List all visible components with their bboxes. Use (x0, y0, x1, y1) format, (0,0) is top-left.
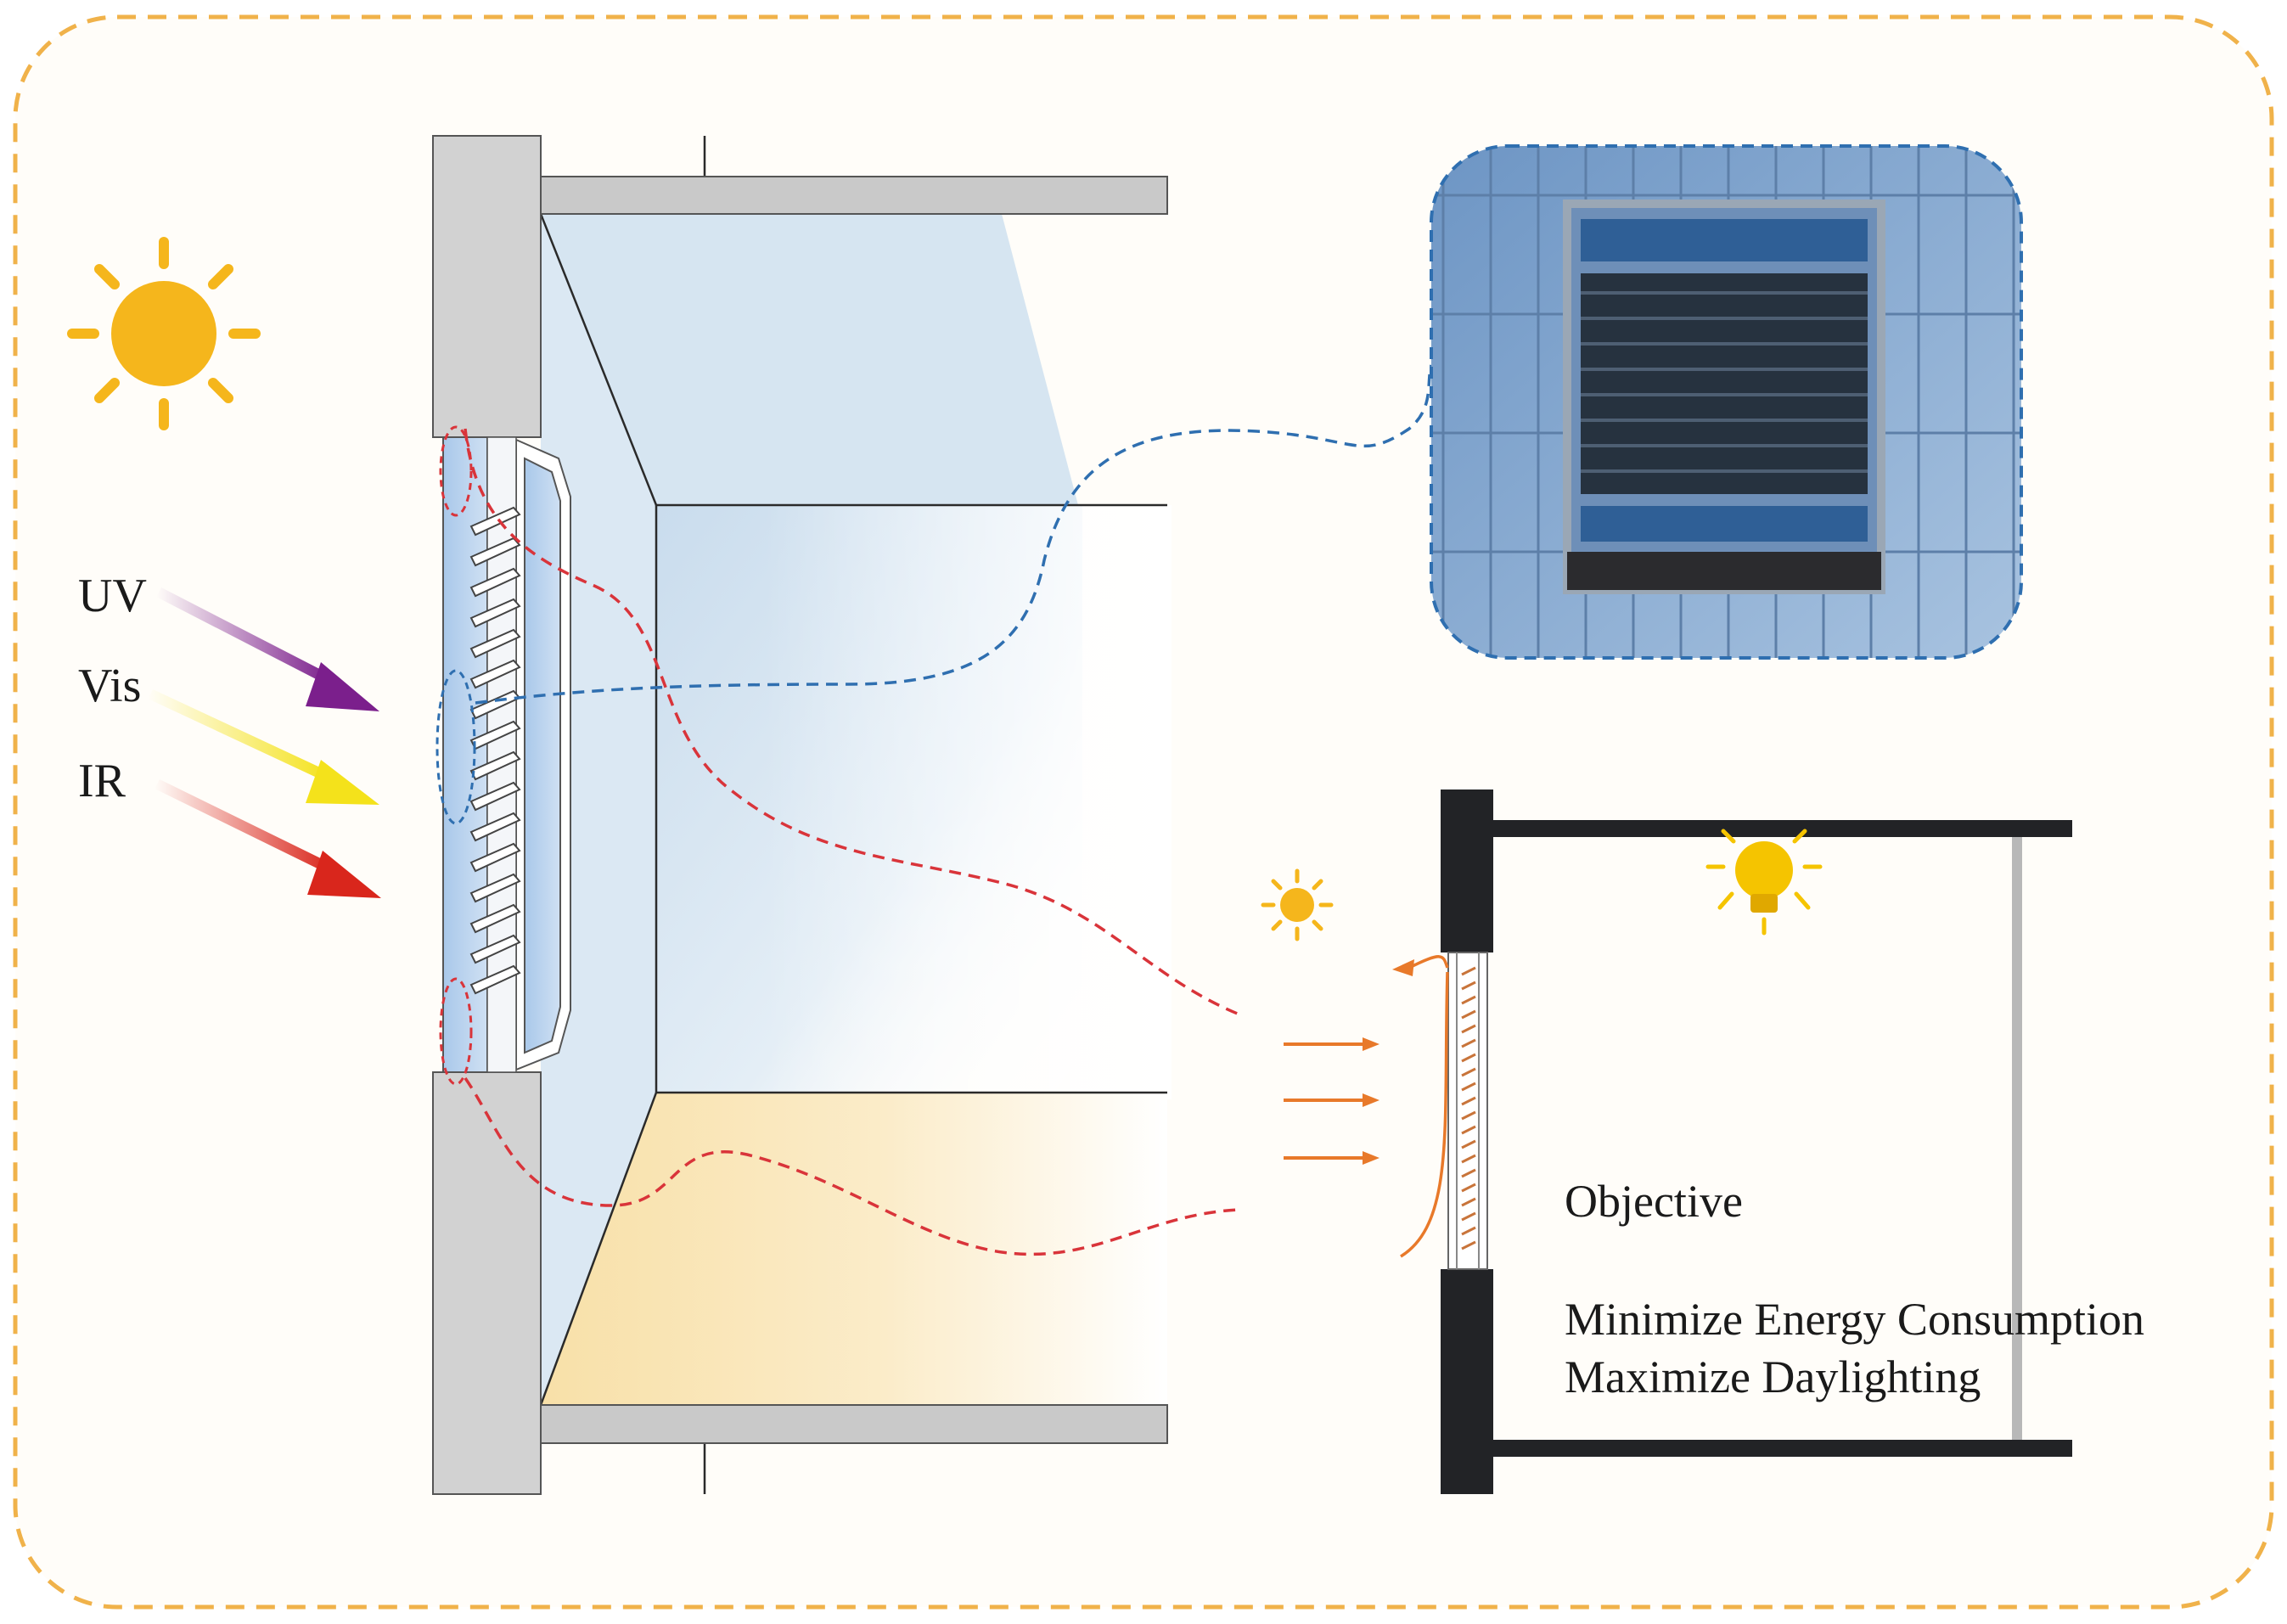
small-louver (1461, 1038, 1476, 1048)
small-louver (1461, 1053, 1476, 1063)
interior-partition (2012, 837, 2022, 1440)
vis-label: Vis (78, 660, 141, 712)
floor-slab (540, 1404, 1168, 1444)
small-louver (1461, 1183, 1476, 1193)
light-bulb-icon (1705, 829, 1823, 936)
small-louver (1461, 1240, 1476, 1250)
small-sun-icon (1261, 868, 1334, 941)
small-louver (1461, 1082, 1476, 1092)
louver-window (442, 436, 571, 1073)
small-louver (1461, 1154, 1476, 1164)
airflow-arrow-icon (1284, 1037, 1380, 1165)
exterior-wall-bottom (432, 1071, 542, 1495)
objective-line-energy: Minimize Energy Consumption (1565, 1294, 2144, 1345)
red-dashed-connector-top (464, 428, 1240, 1016)
louver-blade (469, 781, 521, 812)
louver-blade (469, 964, 521, 995)
louver-blade (469, 537, 521, 567)
louver-blade (469, 598, 521, 628)
small-louver (1461, 1067, 1476, 1077)
exterior-wall-top (432, 135, 542, 438)
small-louver (1461, 1110, 1476, 1121)
room-outline (539, 136, 1167, 1494)
louver-blade (469, 567, 521, 598)
small-louver (1461, 1139, 1476, 1149)
small-louver (1461, 966, 1476, 976)
room-fade (764, 505, 1172, 1099)
louver-blade (469, 659, 521, 689)
small-louver (1461, 1125, 1476, 1135)
louver-icon (469, 506, 521, 995)
top-hinge-highlight (439, 425, 473, 517)
blue-dashed-connector (475, 364, 1433, 705)
room-ceiling (541, 214, 1078, 505)
small-louver (1461, 1168, 1476, 1178)
building-photo (1431, 146, 2021, 658)
louver-blade (469, 903, 521, 934)
dark-wall (1441, 790, 2072, 1494)
double-skin-window (1392, 952, 1488, 1270)
uv-label: UV (78, 570, 147, 622)
small-louver (1461, 1211, 1476, 1222)
ir-label: IR (78, 755, 126, 807)
building-photo-border (1430, 144, 2023, 660)
sun-icon (67, 237, 261, 430)
objective-line-daylighting: Maximize Daylighting (1565, 1351, 1981, 1402)
louver-blade (469, 934, 521, 964)
small-louver (1461, 995, 1476, 1005)
small-louver (1461, 1197, 1476, 1207)
small-louver (1461, 1096, 1476, 1106)
vis-arrow (148, 689, 379, 805)
louver-highlight (435, 669, 476, 825)
louver-blade (469, 812, 521, 842)
louver-blade (469, 628, 521, 659)
ceiling-slab (540, 176, 1168, 215)
objective-heading: Objective (1565, 1176, 1743, 1227)
small-louver (1461, 1226, 1476, 1236)
bottom-hinge-highlight (439, 977, 473, 1086)
louver-blade (469, 842, 521, 873)
uv-arrow (156, 587, 379, 711)
small-louver (1461, 1024, 1476, 1034)
louver-blade (469, 506, 521, 537)
red-dashed-connector-bottom (464, 1076, 1240, 1256)
ir-arrow (155, 779, 381, 898)
louver-blade (469, 873, 521, 903)
small-louver (1461, 981, 1476, 991)
room-floor (541, 1093, 1167, 1405)
small-louver (1461, 1009, 1476, 1020)
